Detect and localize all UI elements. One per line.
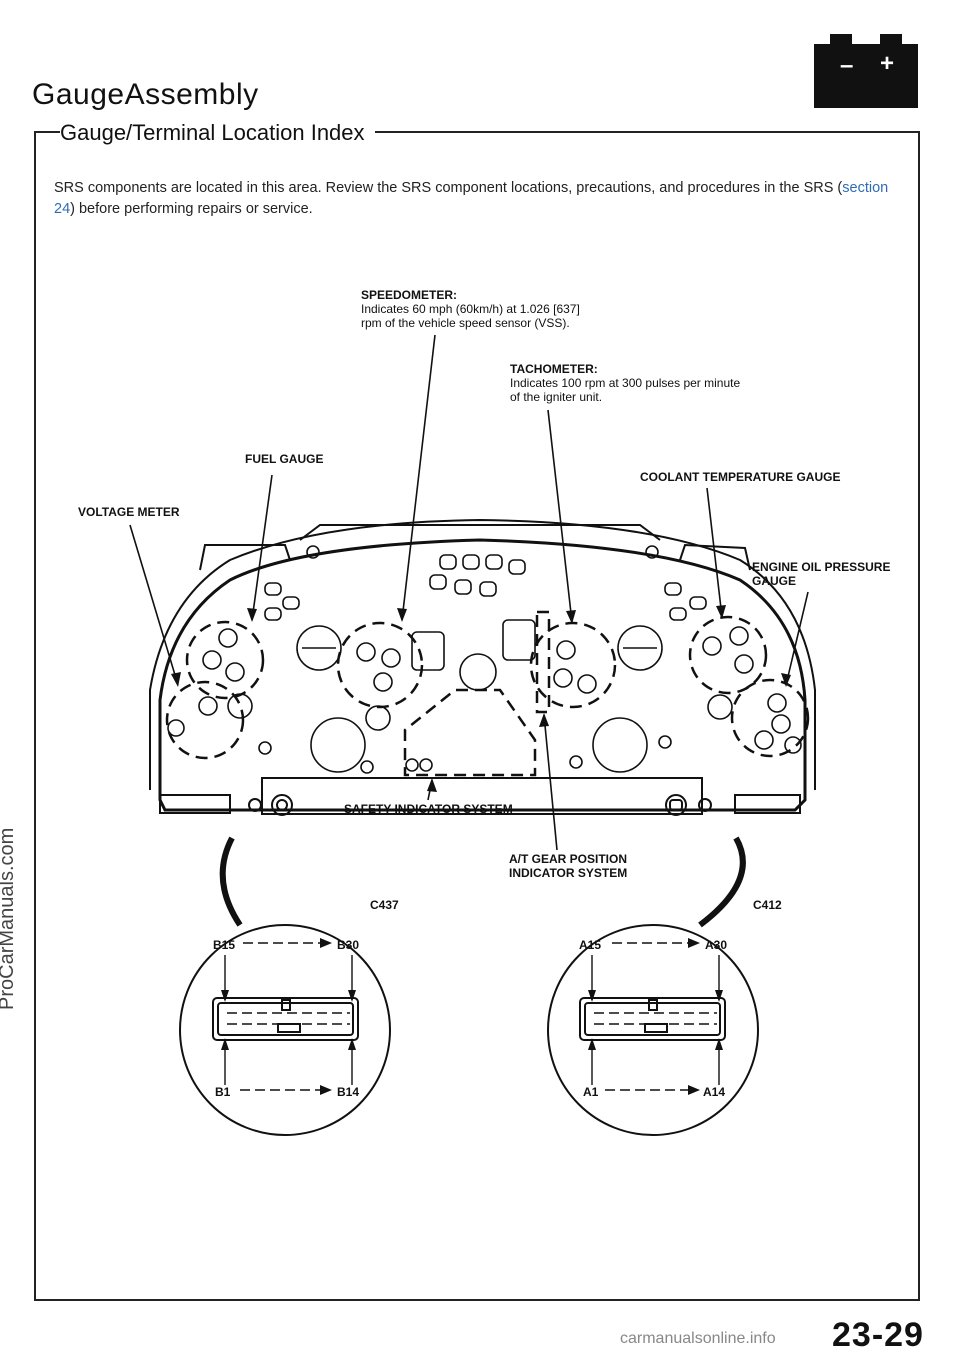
c412-top-left-pin: A15	[579, 938, 602, 952]
page-number: 23-29	[832, 1316, 924, 1354]
tachometer-label: TACHOMETER: Indicates 100 rpm at 300 pul…	[510, 362, 740, 404]
c437-top-right-pin: B30	[337, 938, 360, 952]
speedometer-desc-line2: rpm of the vehicle speed sensor (VSS).	[361, 316, 570, 330]
c412-top-right-pin: A30	[705, 938, 728, 952]
connector-c437-detail	[179, 924, 391, 1136]
at-gear-indicator-area	[535, 610, 551, 714]
tachometer-desc-line1: Indicates 100 rpm at 300 pulses per minu…	[510, 376, 741, 390]
at-gear-line2: INDICATOR SYSTEM	[509, 866, 628, 880]
battery-terminals	[830, 34, 902, 46]
at-gear-label: A/T GEAR POSITION INDICATOR SYSTEM	[509, 852, 627, 880]
battery-plus-symbol: +	[880, 50, 895, 77]
c437-bottom-left-pin: B1	[215, 1085, 231, 1099]
safety-indicator-area	[403, 688, 537, 777]
at-gear-line1: A/T GEAR POSITION	[509, 852, 628, 866]
content-frame	[34, 131, 920, 1301]
section-24-link[interactable]: section 24	[54, 180, 889, 217]
fuel-gauge-label: FUEL GAUGE	[245, 452, 324, 466]
c437-top-left-pin: B15	[213, 938, 236, 952]
tachometer-desc-line2: of the igniter unit.	[510, 390, 603, 404]
oil-pressure-line2: GAUGE	[752, 574, 797, 588]
connector-c412-detail	[547, 924, 759, 1136]
page-title: GaugeAssembly	[32, 78, 259, 111]
cluster-housing-outline	[158, 538, 807, 812]
section-subtitle: Gauge/Terminal Location Index	[60, 120, 375, 146]
srs-warning-note: SRS components are located in this area.…	[54, 178, 910, 220]
c412-bottom-right-pin: A14	[703, 1085, 726, 1099]
oil-pressure-line1: ENGINE OIL PRESSURE	[752, 560, 891, 574]
coolant-gauge-label: COOLANT TEMPERATURE GAUGE	[640, 470, 841, 484]
voltage-meter-area	[165, 680, 245, 760]
speedometer-area	[336, 621, 424, 709]
watermark-text: ProCarManuals.com	[0, 827, 18, 1010]
speedometer-desc-line1: Indicates 60 mph (60km/h) at 1.026 [637]	[361, 302, 580, 316]
safety-indicator-label: SAFETY INDICATOR SYSTEM	[344, 802, 513, 816]
speedometer-label: SPEEDOMETER: Indicates 60 mph (60km/h) a…	[361, 288, 580, 330]
note-text-before: SRS components are located in this area.…	[54, 180, 843, 196]
c412-bottom-left-pin: A1	[583, 1085, 599, 1099]
coolant-gauge-area	[688, 615, 768, 695]
oil-pressure-area	[730, 678, 810, 758]
speedometer-title: SPEEDOMETER:	[361, 288, 458, 302]
oil-pressure-label: ENGINE OIL PRESSURE GAUGE	[752, 560, 890, 588]
battery-icon	[814, 44, 918, 108]
note-text-after: ) before performing repairs or service.	[70, 201, 313, 217]
connector-c437-name: C437	[370, 898, 399, 912]
tachometer-title: TACHOMETER:	[510, 362, 598, 376]
footer-watermark: carmanualsonline.info	[620, 1330, 776, 1347]
fuel-gauge-area	[185, 620, 265, 700]
tachometer-area	[529, 621, 617, 709]
battery-minus-symbol: –	[840, 52, 854, 79]
voltage-meter-label: VOLTAGE METER	[78, 505, 180, 519]
connector-c412-name: C412	[753, 898, 782, 912]
c437-bottom-right-pin: B14	[337, 1085, 360, 1099]
